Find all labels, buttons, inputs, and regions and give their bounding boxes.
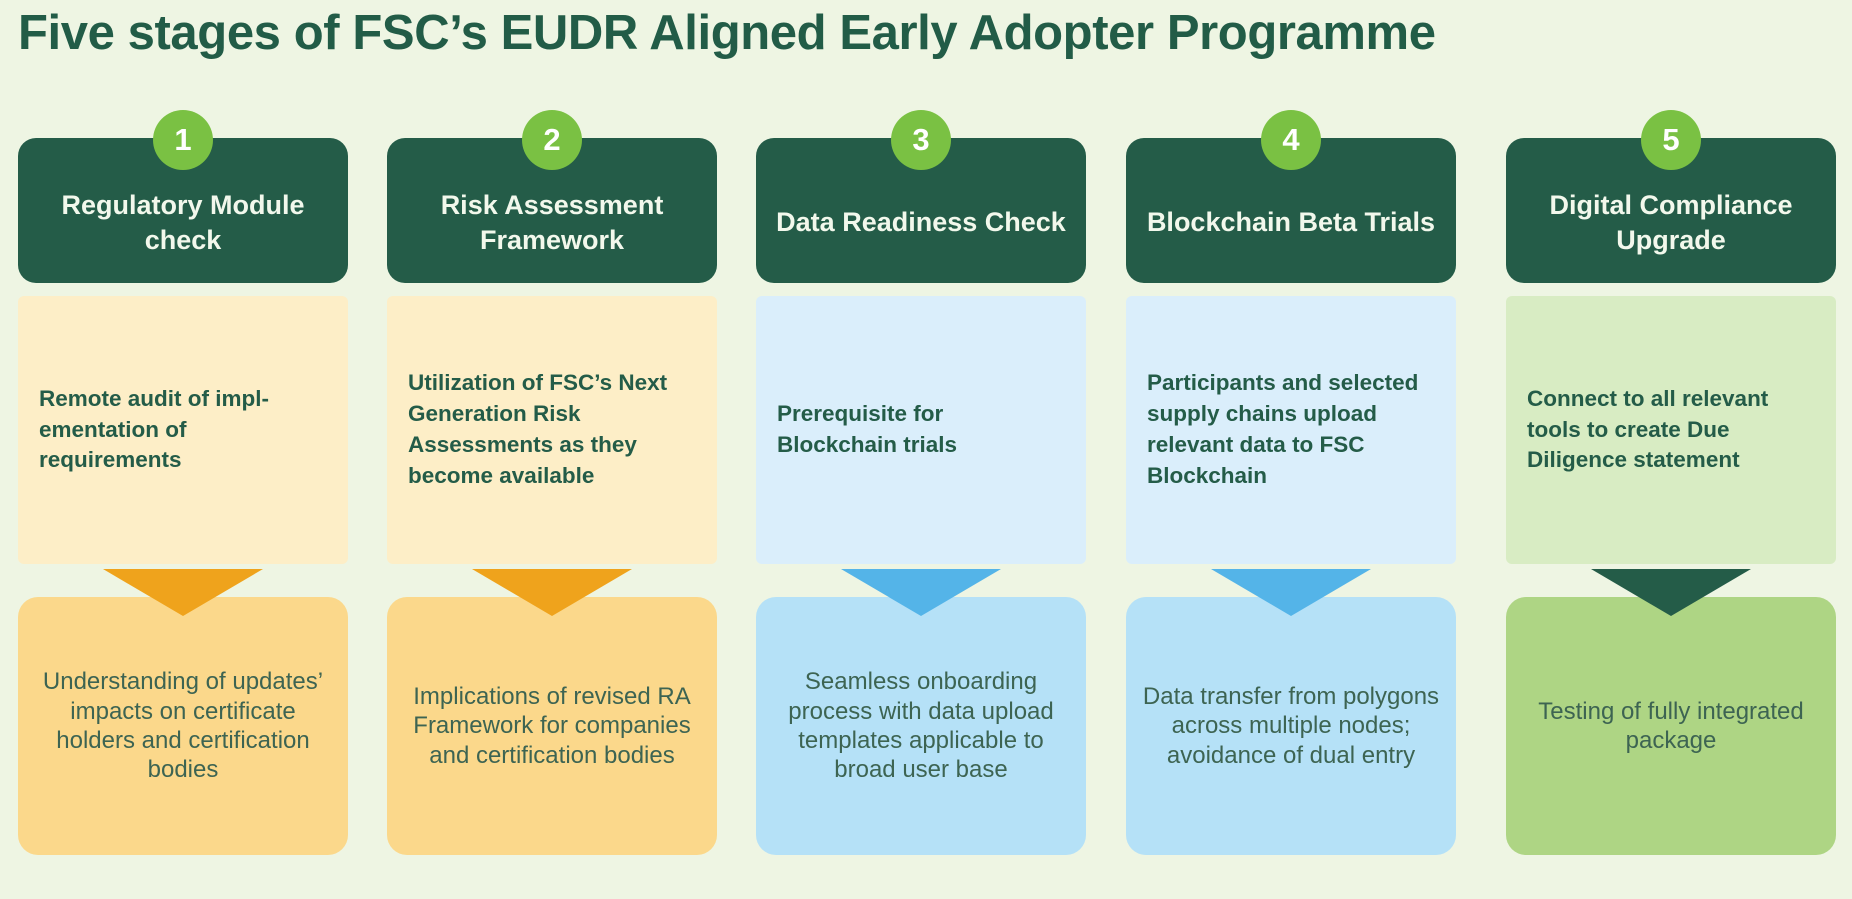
page-title: Five stages of FSC’s EUDR Aligned Early … bbox=[18, 6, 1436, 60]
stage-detail-1: Remote audit of impl-ementation of requi… bbox=[18, 296, 348, 564]
stage-detail-2: Utilization of FSC’s Next Generation Ris… bbox=[387, 296, 717, 564]
stage-header-5: Digital Compliance Upgrade bbox=[1506, 138, 1836, 283]
stage-detail-5: Connect to all relevant tools to create … bbox=[1506, 296, 1836, 564]
stage-detail-3: Prerequisite for Blockchain trials bbox=[756, 296, 1086, 564]
down-arrow-icon-4 bbox=[1211, 569, 1371, 616]
down-arrow-icon-2 bbox=[472, 569, 632, 616]
stage-number-badge-1: 1 bbox=[153, 110, 213, 170]
stage-detail-4: Participants and selected supply chains … bbox=[1126, 296, 1456, 564]
stage-number-badge-2: 2 bbox=[522, 110, 582, 170]
down-arrow-icon-3 bbox=[841, 569, 1001, 616]
stage-outcome-4: Data transfer from polygons across multi… bbox=[1126, 597, 1456, 855]
stage-outcome-2: Implications of revised RA Framework for… bbox=[387, 597, 717, 855]
stage-number-badge-4: 4 bbox=[1261, 110, 1321, 170]
stage-number-badge-5: 5 bbox=[1641, 110, 1701, 170]
down-arrow-icon-1 bbox=[103, 569, 263, 616]
stage-outcome-3: Seamless onboarding process with data up… bbox=[756, 597, 1086, 855]
stage-number-badge-3: 3 bbox=[891, 110, 951, 170]
stage-outcome-1: Understanding of updates’ impacts on cer… bbox=[18, 597, 348, 855]
stage-outcome-5: Testing of fully integrated package bbox=[1506, 597, 1836, 855]
down-arrow-icon-5 bbox=[1591, 569, 1751, 616]
